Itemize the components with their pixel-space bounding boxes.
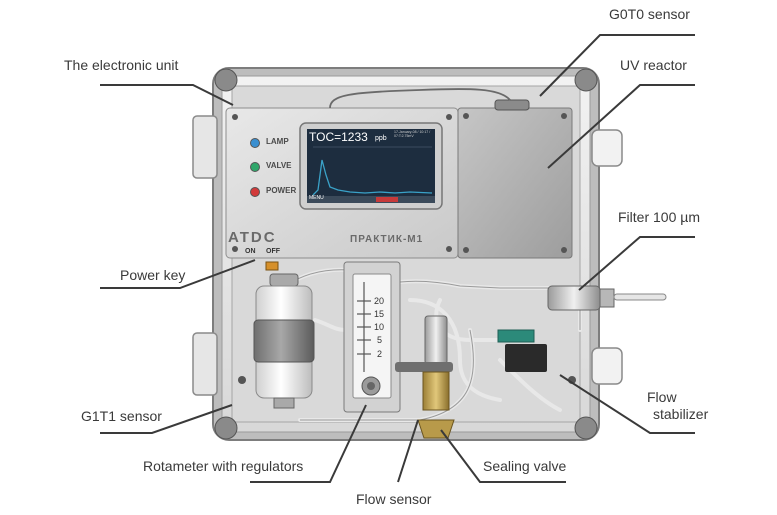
sensor-cable: [329, 88, 511, 109]
screen-footer: MENU: [309, 195, 324, 201]
label-g0t0-sensor: G0T0 sensor: [609, 6, 690, 22]
label-power-key: Power key: [120, 267, 186, 283]
lamp-led: [250, 138, 260, 148]
switch-on-label: ON: [245, 248, 256, 255]
screws: [238, 376, 576, 384]
right-latches: [591, 129, 623, 385]
screen-unit: ppb: [375, 135, 387, 142]
label-electronic-unit: The electronic unit: [64, 57, 179, 73]
label-rotameter: Rotameter with regulators: [143, 458, 304, 474]
power-led: [250, 187, 260, 197]
rotameter-tick-10: 10: [374, 322, 385, 332]
power-switch: [265, 261, 279, 271]
label-flow-sensor: Flow sensor: [356, 491, 432, 507]
label-filter: Filter 100 µm: [618, 209, 700, 225]
corner-latches: [214, 68, 598, 440]
rotameter-tick-15: 15: [374, 309, 385, 319]
rotameter-tick-5: 5: [377, 335, 383, 345]
power-label: POWER: [266, 186, 297, 195]
brand-logo: ATDC: [228, 229, 277, 246]
screen-info: 17-January-08 / 10:17 / 07:T:2.75mV: [394, 130, 431, 139]
flow-sensor: [395, 315, 455, 439]
label-flow-stabilizer-line2: stabilizer: [653, 406, 709, 422]
label-uv-reactor: UV reactor: [620, 57, 687, 73]
lamp-label: LAMP: [266, 137, 289, 146]
label-sealing-valve: Sealing valve: [483, 458, 567, 474]
display-screen: [299, 122, 443, 210]
model-name: ПРАКТИК-М1: [350, 234, 424, 245]
g1t1-sensor: [253, 273, 315, 409]
screen-curve: [312, 159, 433, 196]
sealing-valve: [417, 419, 455, 439]
valve-led: [250, 162, 260, 172]
leader-lines: [100, 34, 695, 483]
left-hinges: [192, 115, 218, 396]
flow-stabilizer: [497, 329, 547, 372]
indicator-leds: [250, 138, 260, 197]
valve-label: VALVE: [266, 161, 292, 170]
screen-title: TOC=1233: [309, 130, 368, 144]
switch-off-label: OFF: [266, 248, 280, 255]
rotameter-tick-2: 2: [377, 349, 383, 359]
rotameter-tick-20: 20: [374, 296, 385, 306]
label-g1t1-sensor: G1T1 sensor: [81, 408, 162, 424]
rotameter: [343, 261, 401, 413]
filter: [547, 285, 667, 311]
label-flow-stabilizer-line1: Flow: [647, 389, 677, 405]
uv-reactor: [457, 99, 573, 259]
